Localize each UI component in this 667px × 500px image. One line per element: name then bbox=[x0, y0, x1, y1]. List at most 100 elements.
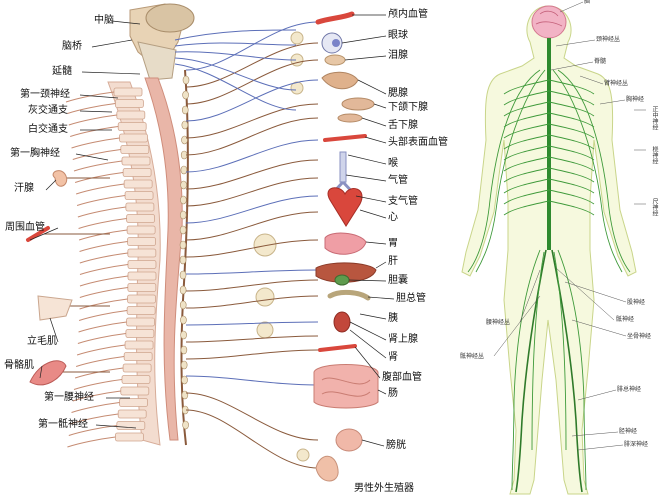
chain-ganglion bbox=[182, 90, 189, 100]
label-deep-peroneal: 腓深神经 bbox=[624, 441, 649, 448]
leader-line bbox=[377, 389, 387, 395]
chain-ganglion bbox=[181, 120, 189, 130]
intercostal-nerve bbox=[503, 79, 550, 95]
gallbladder-graphic bbox=[334, 274, 350, 286]
intercostal-nerve bbox=[548, 123, 595, 139]
intercostal-nerve bbox=[503, 167, 550, 183]
spinal-nerve bbox=[79, 275, 129, 287]
autonomic-fiber bbox=[185, 21, 319, 71]
autonomic-fiber bbox=[185, 375, 319, 386]
chain-ganglion bbox=[182, 420, 189, 430]
arm-nerve-right bbox=[552, 69, 623, 273]
spinal-nerve bbox=[72, 149, 121, 160]
autonomic-fiber bbox=[185, 269, 319, 275]
vertebra bbox=[123, 352, 153, 361]
label-lacrimal-gland: 泪腺 bbox=[388, 50, 408, 61]
leader-line bbox=[29, 227, 59, 241]
intercostal-nerve bbox=[548, 134, 595, 150]
leader-line bbox=[571, 319, 627, 337]
spinal-nerve bbox=[70, 413, 119, 425]
chain-ganglion bbox=[181, 135, 188, 145]
label-first-cervical: 第一颈神经 bbox=[20, 89, 70, 100]
label-sweat-gland: 汗腺 bbox=[14, 183, 34, 194]
spinal-nerve bbox=[73, 379, 123, 390]
label-abdominal-vessel: 腹部血管 bbox=[382, 372, 422, 383]
label-kidney: 肾 bbox=[388, 352, 398, 363]
spinal-nerve bbox=[76, 195, 126, 206]
sweat-gland-graphic bbox=[52, 170, 68, 187]
spinal-nerve bbox=[65, 91, 115, 103]
vertebra bbox=[121, 156, 151, 166]
chain-ganglion bbox=[179, 285, 187, 295]
spinal-nerve bbox=[73, 160, 123, 172]
spinal-nerve bbox=[68, 114, 117, 126]
intercostal-nerve bbox=[548, 112, 595, 128]
spinal-nerve bbox=[76, 344, 126, 356]
vertebra bbox=[127, 283, 157, 292]
chain-ganglion bbox=[179, 300, 187, 310]
autonomic-fiber bbox=[185, 321, 319, 326]
leader-line bbox=[493, 295, 541, 357]
vertebra bbox=[120, 145, 150, 154]
leader-line bbox=[555, 39, 596, 47]
leader-line bbox=[79, 94, 119, 99]
chain-ganglion bbox=[180, 330, 187, 340]
spinal-nerve bbox=[67, 103, 116, 114]
intercostal-nerve bbox=[548, 79, 595, 95]
trachea-graphic bbox=[339, 151, 347, 183]
label-gallbladder: 胆囊 bbox=[388, 275, 408, 286]
autonomic-fiber bbox=[185, 335, 319, 343]
spinal-nerve bbox=[75, 183, 125, 195]
cranial-fiber bbox=[174, 42, 297, 47]
peripheral-targets bbox=[26, 170, 73, 386]
autonomic-fiber bbox=[185, 177, 319, 207]
leader-line bbox=[555, 267, 615, 321]
vertebra bbox=[116, 110, 146, 120]
autonomic-fiber bbox=[185, 409, 319, 469]
chain-ganglion bbox=[180, 165, 188, 175]
sublingual-gland bbox=[337, 113, 363, 123]
label-femoral-nerve: 股神经 bbox=[627, 299, 646, 306]
label-radial-nerve: 桡神经 bbox=[651, 146, 658, 164]
label-arrector-pili: 立毛肌 bbox=[27, 336, 57, 347]
vertebra bbox=[126, 225, 156, 235]
intercostal-nerve bbox=[548, 145, 595, 161]
body-figure bbox=[461, 5, 637, 495]
autonomic-fiber bbox=[185, 59, 319, 105]
leader-line bbox=[39, 365, 43, 379]
label-pancreas: 胰 bbox=[388, 313, 398, 324]
spinal-nerve bbox=[74, 172, 124, 183]
chain-ganglion bbox=[182, 75, 190, 85]
vertebra bbox=[119, 398, 148, 407]
label-head-surface-vessel: 头部表面血管 bbox=[388, 137, 448, 148]
label-larynx: 喉 bbox=[388, 158, 398, 169]
vertebra bbox=[115, 99, 144, 108]
chain-ganglion bbox=[181, 105, 189, 115]
body-nerves bbox=[467, 69, 631, 493]
intercostal-nerve bbox=[503, 123, 550, 139]
chain-ganglion bbox=[181, 390, 189, 400]
cranial-fiber bbox=[174, 29, 297, 41]
vertebra bbox=[127, 271, 157, 281]
autonomic-fiber bbox=[185, 139, 319, 173]
autonomic-fiber bbox=[185, 117, 319, 156]
leader-line bbox=[49, 317, 59, 343]
intercostal-nerve bbox=[548, 90, 595, 106]
autonomic-fiber bbox=[185, 279, 319, 292]
leader-line bbox=[355, 195, 387, 203]
label-first-sacral: 第一骶神经 bbox=[38, 419, 88, 430]
label-sacral-plexus: 骶神经丛 bbox=[460, 353, 485, 360]
autonomic-fiber bbox=[185, 42, 319, 88]
vertebra bbox=[127, 237, 156, 246]
leader-line bbox=[577, 444, 624, 451]
vertebra bbox=[120, 386, 150, 396]
heart-graphic bbox=[327, 187, 363, 227]
label-liver: 肝 bbox=[388, 256, 398, 267]
autonomic-fiber bbox=[185, 295, 319, 309]
label-adrenal: 肾上腺 bbox=[388, 334, 418, 345]
label-pons: 脑桥 bbox=[62, 41, 82, 52]
label-brain: 脑 bbox=[584, 0, 591, 5]
label-heart: 心 bbox=[388, 212, 398, 223]
intercostal-nerve bbox=[503, 178, 550, 194]
chain-ganglion bbox=[179, 240, 187, 250]
